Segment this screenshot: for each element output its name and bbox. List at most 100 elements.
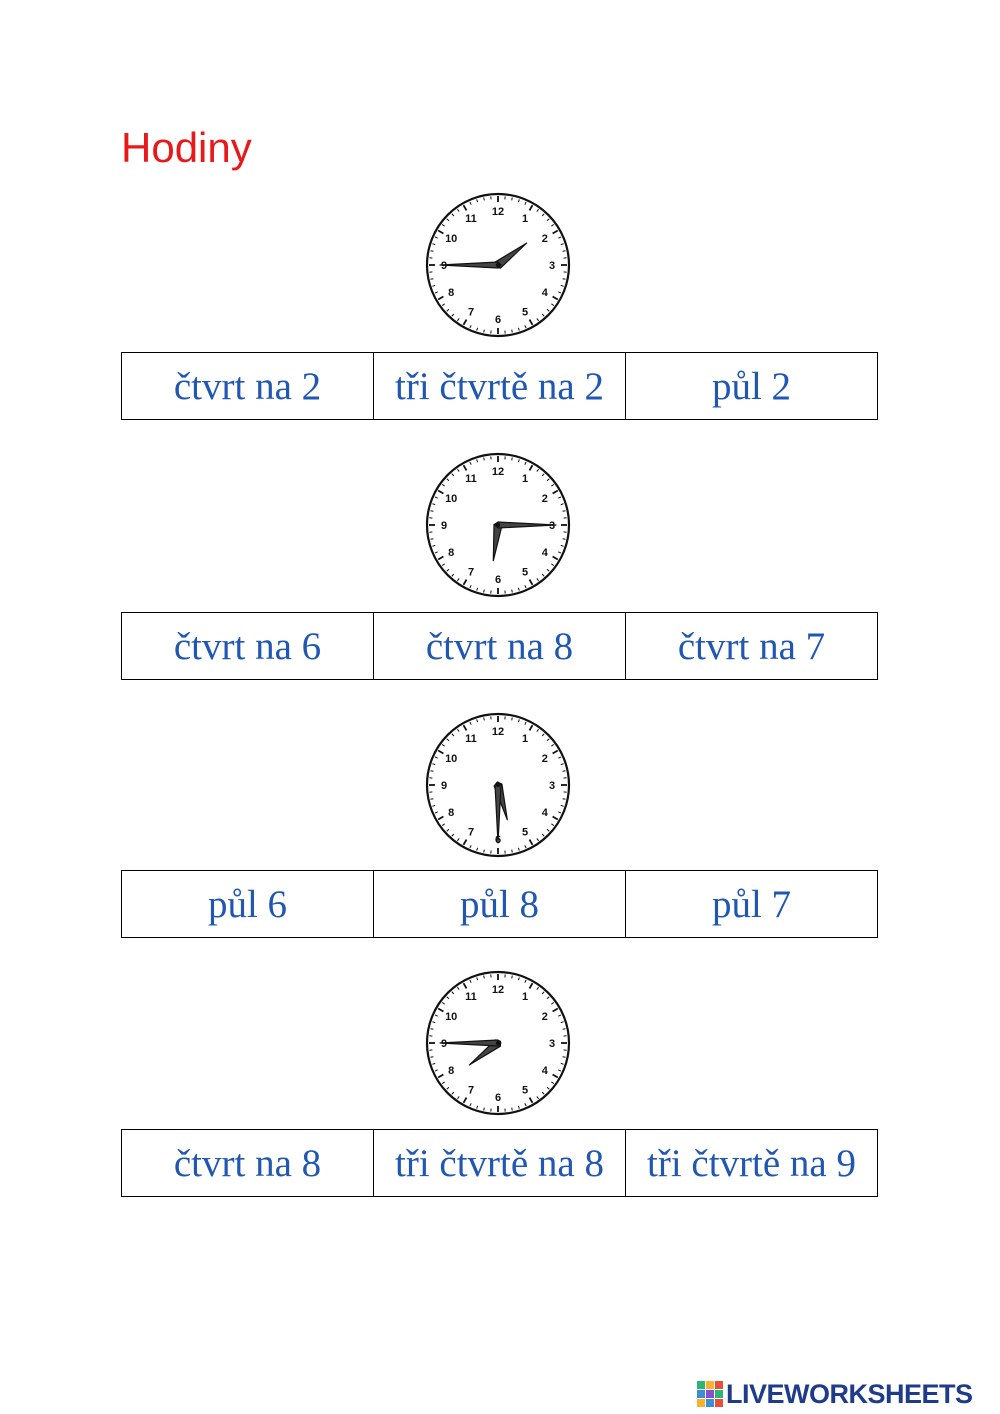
clock-hour-tick bbox=[462, 1097, 468, 1104]
clock-number: 12 bbox=[492, 726, 504, 738]
clock-minute-tick bbox=[476, 199, 479, 203]
answer-option[interactable]: tři čtvrtě na 8 bbox=[373, 1130, 625, 1196]
clock-minute-tick bbox=[432, 1021, 436, 1024]
clock-hour-tick bbox=[462, 839, 468, 846]
clock-face-3: 121234567891011 bbox=[425, 712, 571, 858]
clock-minute-tick bbox=[457, 1096, 460, 1100]
answer-option[interactable]: půl 2 bbox=[625, 353, 877, 419]
clock-number: 7 bbox=[468, 827, 474, 839]
clock-minute-tick bbox=[511, 197, 513, 201]
clock-hour-tick bbox=[528, 464, 534, 471]
clock-minute-tick bbox=[432, 544, 436, 547]
clock-minute-tick bbox=[457, 208, 460, 212]
clock-minute-tick bbox=[469, 201, 472, 205]
clock-minute-tick bbox=[560, 503, 564, 506]
clock-number: 12 bbox=[492, 984, 504, 996]
clock-minute-tick bbox=[469, 845, 472, 849]
clock-minute-tick bbox=[441, 484, 445, 487]
answer-option[interactable]: půl 8 bbox=[373, 871, 625, 937]
clock-minute-tick bbox=[476, 977, 479, 981]
clock-minute-tick bbox=[434, 1069, 438, 1072]
answer-option[interactable]: čtvrt na 8 bbox=[173, 1141, 322, 1185]
clock-minute-tick bbox=[560, 284, 564, 287]
clock-minute-tick bbox=[524, 201, 527, 205]
clock-minute-tick bbox=[446, 996, 450, 1000]
clock-minute-tick bbox=[511, 329, 513, 333]
clock-center-pin bbox=[495, 522, 501, 528]
clock-minute-tick bbox=[562, 1056, 566, 1058]
clock-minute-tick bbox=[546, 828, 550, 832]
clock-number: 6 bbox=[495, 1092, 501, 1104]
clock-hour-tick bbox=[528, 982, 534, 989]
clock-minute-tick bbox=[430, 1056, 434, 1058]
clock-hour-tick bbox=[552, 489, 559, 495]
clock-minute-hand bbox=[439, 1039, 502, 1047]
clock-minute-tick bbox=[517, 719, 520, 723]
clock-minute-tick bbox=[517, 459, 520, 463]
clock-minute-tick bbox=[483, 1107, 485, 1111]
clock-minute-tick bbox=[432, 284, 436, 287]
clock-hour-tick bbox=[552, 815, 559, 821]
clock-hour-tick bbox=[462, 319, 468, 326]
clock-minute-tick bbox=[469, 585, 472, 589]
clock-minute-tick bbox=[536, 578, 539, 582]
clock-number: 11 bbox=[465, 473, 477, 485]
clock-number: 11 bbox=[465, 991, 477, 1003]
clock-number: 5 bbox=[522, 827, 528, 839]
clock-minute-tick bbox=[483, 457, 485, 461]
clock-minute-tick bbox=[432, 503, 436, 506]
clock-minute-tick bbox=[536, 838, 539, 842]
clock-minute-tick bbox=[430, 510, 434, 512]
clock-minute-tick bbox=[541, 733, 545, 737]
answer-option[interactable]: tři čtvrtě na 2 bbox=[373, 353, 625, 419]
clock-hour-tick bbox=[462, 579, 468, 586]
clock-minute-tick bbox=[546, 218, 550, 222]
answer-option[interactable]: čtvrt na 6 bbox=[173, 624, 322, 668]
clock-minute-tick bbox=[560, 544, 564, 547]
clock-minute-tick bbox=[541, 473, 545, 477]
answer-option[interactable]: čtvrt na 7 bbox=[625, 613, 877, 679]
clock-minute-tick bbox=[546, 568, 550, 572]
clock-minute-tick bbox=[511, 975, 513, 979]
clock-minute-tick bbox=[562, 250, 566, 252]
clock-hour-tick bbox=[552, 749, 559, 755]
answer-row-2: čtvrt na 6 čtvrt na 8 čtvrt na 7 bbox=[121, 612, 878, 680]
answer-option[interactable]: tři čtvrtě na 9 bbox=[625, 1130, 877, 1196]
clock-number: 8 bbox=[448, 1065, 454, 1077]
clock-minute-tick bbox=[441, 1081, 445, 1084]
clock-minute-tick bbox=[457, 318, 460, 322]
clock-number: 4 bbox=[542, 807, 549, 819]
clock-minute-tick bbox=[558, 291, 562, 294]
answer-row-3: půl 6 půl 8 půl 7 bbox=[121, 870, 878, 938]
answer-option[interactable]: půl 7 bbox=[625, 871, 877, 937]
clock-minute-tick bbox=[441, 224, 445, 227]
clock-minute-tick bbox=[469, 721, 472, 725]
clock-minute-tick bbox=[432, 804, 436, 807]
brand-name: LIVEWORKSHEETS bbox=[726, 1378, 973, 1409]
clock-minute-tick bbox=[560, 804, 564, 807]
clock-minute-tick bbox=[546, 738, 550, 742]
clock-number: 3 bbox=[549, 780, 555, 792]
clock-minute-tick bbox=[558, 496, 562, 499]
clock-number: 4 bbox=[542, 1065, 549, 1077]
clock-minute-tick bbox=[434, 811, 438, 814]
answer-row-4: čtvrt na 8 tři čtvrtě na 8 tři čtvrtě na… bbox=[121, 1129, 878, 1197]
clock-minute-tick bbox=[560, 243, 564, 246]
answer-option[interactable]: půl 6 bbox=[207, 882, 288, 926]
clock-minute-tick bbox=[551, 224, 555, 227]
clock-minute-tick bbox=[457, 578, 460, 582]
clock-minute-tick bbox=[451, 573, 455, 577]
clock-minute-tick bbox=[524, 325, 527, 329]
clock-minute-tick bbox=[541, 213, 545, 217]
clock-minute-tick bbox=[483, 329, 485, 333]
clock-number: 2 bbox=[542, 233, 548, 245]
clock-face-2: 121234567891011 bbox=[425, 452, 571, 598]
clock-minute-tick bbox=[536, 208, 539, 212]
clock-minute-tick bbox=[551, 484, 555, 487]
answer-option[interactable]: čtvrt na 8 bbox=[373, 613, 625, 679]
clock-hour-tick bbox=[528, 319, 534, 326]
answer-option[interactable]: čtvrt na 2 bbox=[173, 364, 322, 408]
clock-number: 10 bbox=[445, 1011, 457, 1023]
clock-minute-tick bbox=[483, 589, 485, 593]
clock-center-pin bbox=[495, 782, 501, 788]
